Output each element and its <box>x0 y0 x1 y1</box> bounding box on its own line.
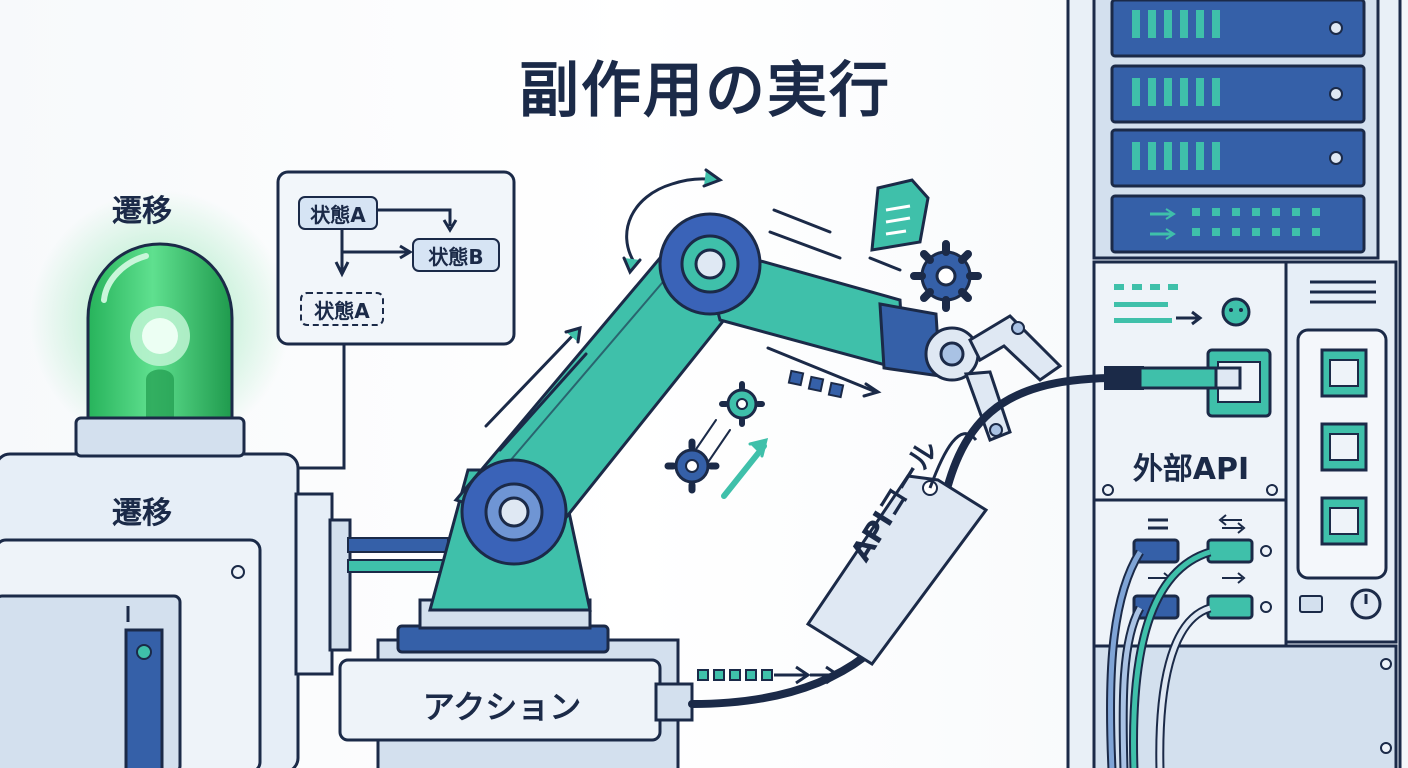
document-icon <box>872 180 928 250</box>
ethernet-port-1 <box>1322 350 1366 396</box>
folder-icon <box>1300 596 1322 612</box>
ethernet-port-2 <box>1322 424 1366 470</box>
gear-icon-large <box>914 244 978 308</box>
server-unit-4 <box>1112 196 1364 252</box>
power-icon <box>1352 590 1380 618</box>
transition-heading: 遷移 <box>112 186 172 230</box>
gear-icon-medium <box>668 442 716 490</box>
state-b: 状態B <box>412 238 500 272</box>
server-unit-1 <box>1112 0 1364 56</box>
gear-icon-small <box>722 384 762 424</box>
action-label: アクション <box>372 682 632 728</box>
external-api-label: 外部API <box>1108 444 1274 488</box>
ethernet-port-3 <box>1322 498 1366 544</box>
state-a-ghost: 状態A <box>300 292 384 326</box>
api-badge-icon <box>1223 299 1249 325</box>
server-unit-3 <box>1112 130 1364 186</box>
state-a: 状態A <box>298 196 378 230</box>
page-title: 副作用の実行 <box>470 42 940 129</box>
server-unit-2 <box>1112 66 1364 122</box>
transition-machine-label: 遷移 <box>112 488 172 532</box>
